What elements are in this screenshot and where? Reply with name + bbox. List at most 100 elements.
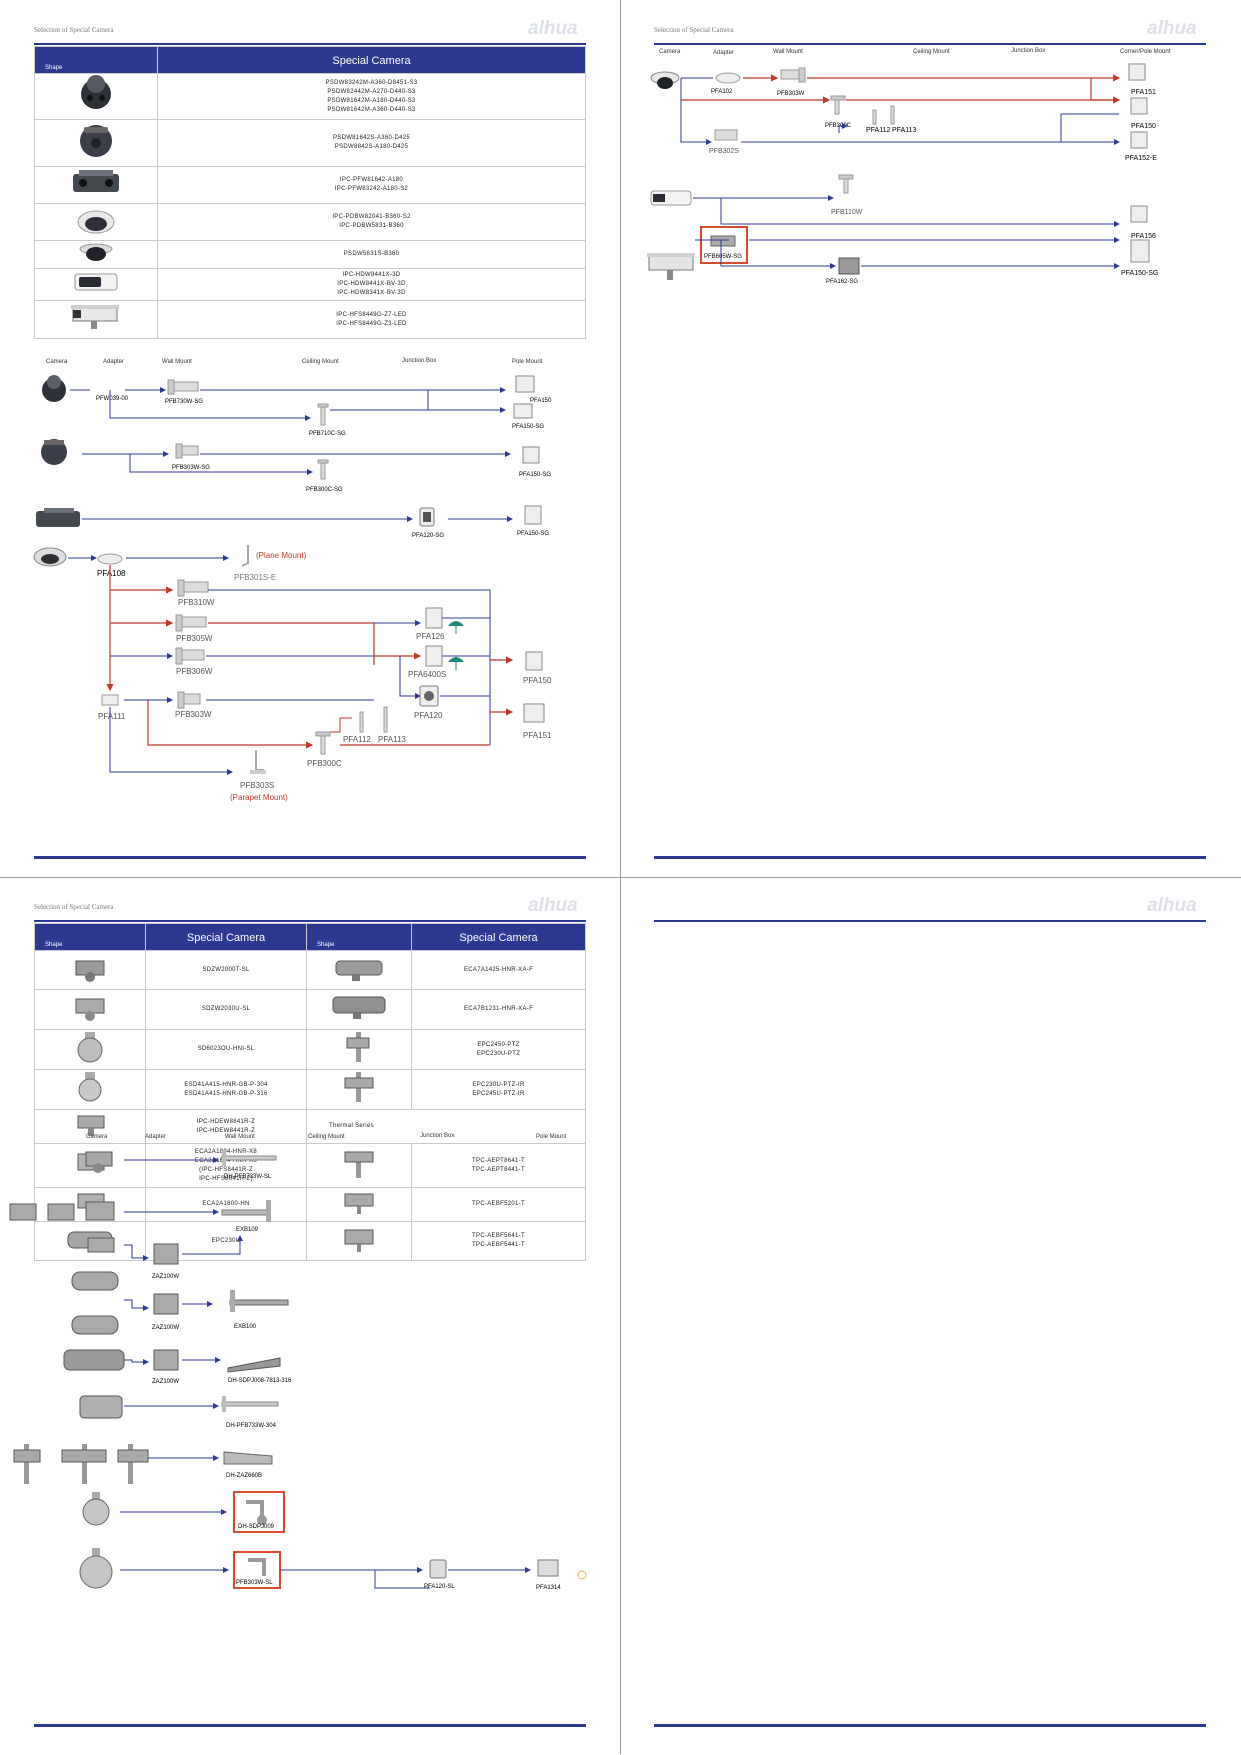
wall-mount-icon xyxy=(221,1200,271,1222)
part-label: PFA162-SG xyxy=(826,279,858,285)
junction-box-icon xyxy=(419,507,435,527)
shape-header: Shape xyxy=(34,923,146,951)
pole-mount-icon xyxy=(522,446,540,464)
camera-photo xyxy=(306,989,412,1030)
part-label: DH-ZAZ660B xyxy=(226,1473,262,1479)
camera-icon xyxy=(42,375,66,402)
page-2: Selection of Special Camera alhua Camera… xyxy=(621,0,1241,877)
part-label: ZAZ100W xyxy=(152,1325,179,1331)
part-label: PFA150-SG xyxy=(519,472,551,478)
column-header-adapter: Adapter xyxy=(713,50,735,56)
special-camera-table: Shape Special Camera PSDW83242M-A360-D84… xyxy=(34,46,586,339)
brand-logo: alhua xyxy=(528,18,578,39)
model-list: SD6023OU-HNI-SL xyxy=(145,1029,307,1070)
wall-mount-icon xyxy=(177,691,201,709)
part-label: PFB300C xyxy=(825,123,852,129)
pole-mount-icon xyxy=(1130,205,1148,223)
wall-mount-icon xyxy=(167,379,199,395)
part-label: DH-PFB733W-SL xyxy=(224,1174,272,1180)
model-list: TPC-AEBF5201-T xyxy=(411,1187,586,1222)
part-label: PFA120 xyxy=(414,711,443,720)
part-label: PFB306W xyxy=(176,667,213,676)
table-row: ECA2A1600-HN TPC-AEBF5201-T xyxy=(34,1187,586,1222)
part-label: PFA112 xyxy=(866,127,890,134)
extension-pole-icon xyxy=(872,105,895,125)
camera-icon xyxy=(33,547,67,567)
corner-mount-icon xyxy=(523,703,545,723)
mount-flow-diagram-3: DH-PFB733W-SL EXB109 ZAZ100W ZAZ100W EXB… xyxy=(9,1150,587,1591)
table-row: SDZW2030U-SL ECA7B1231-HNR-XA-F xyxy=(34,989,586,1030)
part-label: PFA102 xyxy=(711,89,733,95)
wall-mount-icon xyxy=(221,1396,279,1412)
column-header-wall-mount: Wall Mount xyxy=(773,49,803,55)
ceiling-mount-icon xyxy=(317,403,329,426)
table-title: Special Camera xyxy=(145,923,307,951)
part-label: PFB301S-E xyxy=(234,573,276,582)
wall-mount-icon xyxy=(223,1451,273,1465)
model-list: SDZW2000T-SL xyxy=(145,950,307,990)
part-label: PFB300C-SG xyxy=(306,487,343,493)
header-rule xyxy=(654,920,1206,922)
camera-icon xyxy=(82,1492,110,1526)
shape-header: Shape xyxy=(34,46,158,74)
corner-mount-icon xyxy=(1128,63,1146,81)
mount-flow-diagram: PFW039-00 PFB730W-SG PFB710C-SG PFA150 P… xyxy=(33,375,552,802)
horizontal-page-divider xyxy=(0,877,1241,878)
part-label: PFA113 xyxy=(892,127,916,134)
camera-photo xyxy=(34,119,158,167)
part-label: PFA152-E xyxy=(1125,155,1157,162)
column-header-wall-mount: Wall Mount xyxy=(162,359,192,365)
header-rule xyxy=(654,43,1206,45)
model-list: SDZW2030U-SL xyxy=(145,989,307,1030)
column-header-junction-box: Junction Box xyxy=(420,1133,455,1139)
part-label: PFA126 xyxy=(416,632,445,641)
camera-icon xyxy=(87,1237,115,1253)
parapet-mount-icon xyxy=(250,750,266,774)
wall-mount-icon xyxy=(177,579,209,597)
camera-icon xyxy=(41,439,67,465)
wall-mount-icon xyxy=(175,647,205,665)
page-header-text: Selection of Special Camera xyxy=(34,26,114,34)
part-label: PFA156 xyxy=(1131,233,1156,240)
pole-mount-icon xyxy=(515,375,535,393)
part-label: PFB302S xyxy=(709,148,739,155)
part-note: (Plane Mount) xyxy=(256,551,307,560)
camera-photo xyxy=(34,1109,146,1144)
part-label: PFA150-SG xyxy=(1121,270,1158,277)
model-list: PSDW5631S-B360 xyxy=(157,240,586,269)
camera-icon xyxy=(63,1349,125,1371)
part-label: PFA1314 xyxy=(536,1585,561,1591)
table-title: Special Camera xyxy=(157,46,586,74)
pole-mount-icon xyxy=(1130,239,1150,263)
reference-mark-icon xyxy=(577,1570,587,1580)
junction-box-icon xyxy=(419,685,439,707)
thermal-series-label: Thermal Series xyxy=(306,1109,586,1144)
camera-photo xyxy=(34,1029,146,1070)
camera-icon xyxy=(647,253,695,280)
adapter-icon xyxy=(153,1293,179,1315)
column-header-wall-mount: Wall Mount xyxy=(225,1134,255,1140)
pole-mount-icon xyxy=(513,403,533,419)
camera-icon xyxy=(79,1548,113,1589)
wall-mount-icon xyxy=(780,67,806,83)
highlight-box xyxy=(233,1491,285,1533)
part-label: PFB710C-SG xyxy=(309,431,346,437)
part-label: PFB303W-SG xyxy=(172,465,210,471)
part-label: PFB110W xyxy=(831,209,863,216)
camera-photo xyxy=(34,240,158,269)
camera-photo xyxy=(34,268,158,301)
part-label: PFA120-SG xyxy=(412,533,444,539)
shape-header: Shape xyxy=(306,923,412,951)
camera-photo xyxy=(306,1029,412,1070)
footer-rule xyxy=(34,1724,586,1727)
